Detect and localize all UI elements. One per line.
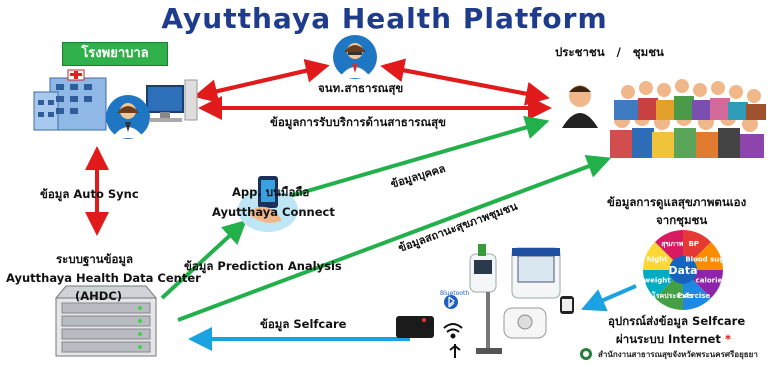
router-icon [396, 316, 434, 338]
footer-org: สำนักงานสาธารณสุขจังหวัดพระนครศรีอยุธยา [598, 350, 758, 359]
public-label: ประชาชน / ชุมชน [555, 45, 664, 59]
bluetooth-label: Bluetooth [440, 290, 470, 297]
usb-icon [449, 344, 461, 358]
computer-icon [146, 79, 198, 122]
green-arrow-app-public [289, 115, 550, 198]
blue-arrow-device [580, 284, 637, 312]
data-wheel-segment-label: Exercise [677, 292, 710, 300]
red-arrow-hospital-officer [193, 58, 330, 104]
crowd-icon [610, 79, 766, 158]
glucometer-icon [469, 244, 497, 293]
device-label-line2: ผ่านระบบ Internet * [616, 331, 731, 349]
scale-icon [503, 307, 547, 339]
green-arrow-ahdc-community [177, 154, 612, 322]
data-wheel-segment-label: โรคประจำตัว [651, 291, 693, 300]
hospital-building-icon [33, 69, 107, 131]
bluetooth-icon [444, 295, 458, 309]
mobile-app-icon [238, 176, 298, 232]
device-label-line1: อุปกรณ์ส่งข้อมูล Selfcare [608, 314, 746, 328]
data-wheel-segment-label: BP [688, 240, 698, 248]
officer-avatar-icon [333, 35, 377, 79]
page-title: Ayutthaya Health Platform [161, 2, 608, 35]
flow-label-selfcare: ข้อมูล Selfcare [260, 317, 347, 331]
doctor-avatar-icon [106, 95, 150, 139]
flow-label-community: ข้อมูลสถานะสุขภาพชุมชน [397, 199, 520, 255]
selfcare-label-line2: จากชุมชน [656, 213, 708, 227]
data-wheel-segment-label: weight [644, 277, 672, 285]
server-stack-icon [54, 285, 158, 357]
flow-label-prediction: ข้อมูล Prediction Analysis [184, 259, 342, 273]
data-wheel-segment-label: calorie [696, 277, 723, 285]
db-label-line1: ระบบฐานข้อมูล [56, 252, 134, 266]
data-wheel-segment-label: สุขภาพ [661, 240, 684, 248]
green-arrow-ahdc-app [160, 219, 247, 300]
height-stand-icon [476, 292, 502, 354]
bp-monitor-icon [511, 247, 561, 299]
flow-label-auto-sync: ข้อมูล Auto Sync [40, 187, 139, 201]
device-label-star: * [724, 332, 731, 346]
hospital-badge: โรงพยาบาล [62, 42, 168, 66]
flow-label-service: ข้อมูลการรับบริการด้านสาธารณสุข [270, 115, 447, 129]
app-label-line2: Ayutthaya Connect [212, 205, 335, 219]
device-label-text: ผ่านระบบ Internet [616, 332, 721, 346]
red-arrow-officer-public [380, 58, 550, 106]
data-wheel-segment-label: Blood sugar [685, 255, 733, 263]
data-wheel-center: Data [668, 264, 697, 277]
person-icon [562, 85, 598, 128]
officer-label: จนท.สาธารณสุข [318, 81, 404, 95]
wifi-icon [443, 323, 463, 339]
watch-icon [560, 296, 574, 314]
data-wheel-segment-label: hight [647, 255, 668, 263]
db-label-abbr: (AHDC) [75, 289, 123, 303]
db-label-line2: Ayutthaya Health Data Center [6, 271, 201, 285]
selfcare-label-line1: ข้อมูลการดูแลสุขภาพตนเอง [607, 195, 747, 209]
ministry-logo-icon [580, 348, 592, 360]
data-wheel [643, 230, 723, 310]
app-label-line1: App. บนมือถือ [232, 185, 310, 199]
